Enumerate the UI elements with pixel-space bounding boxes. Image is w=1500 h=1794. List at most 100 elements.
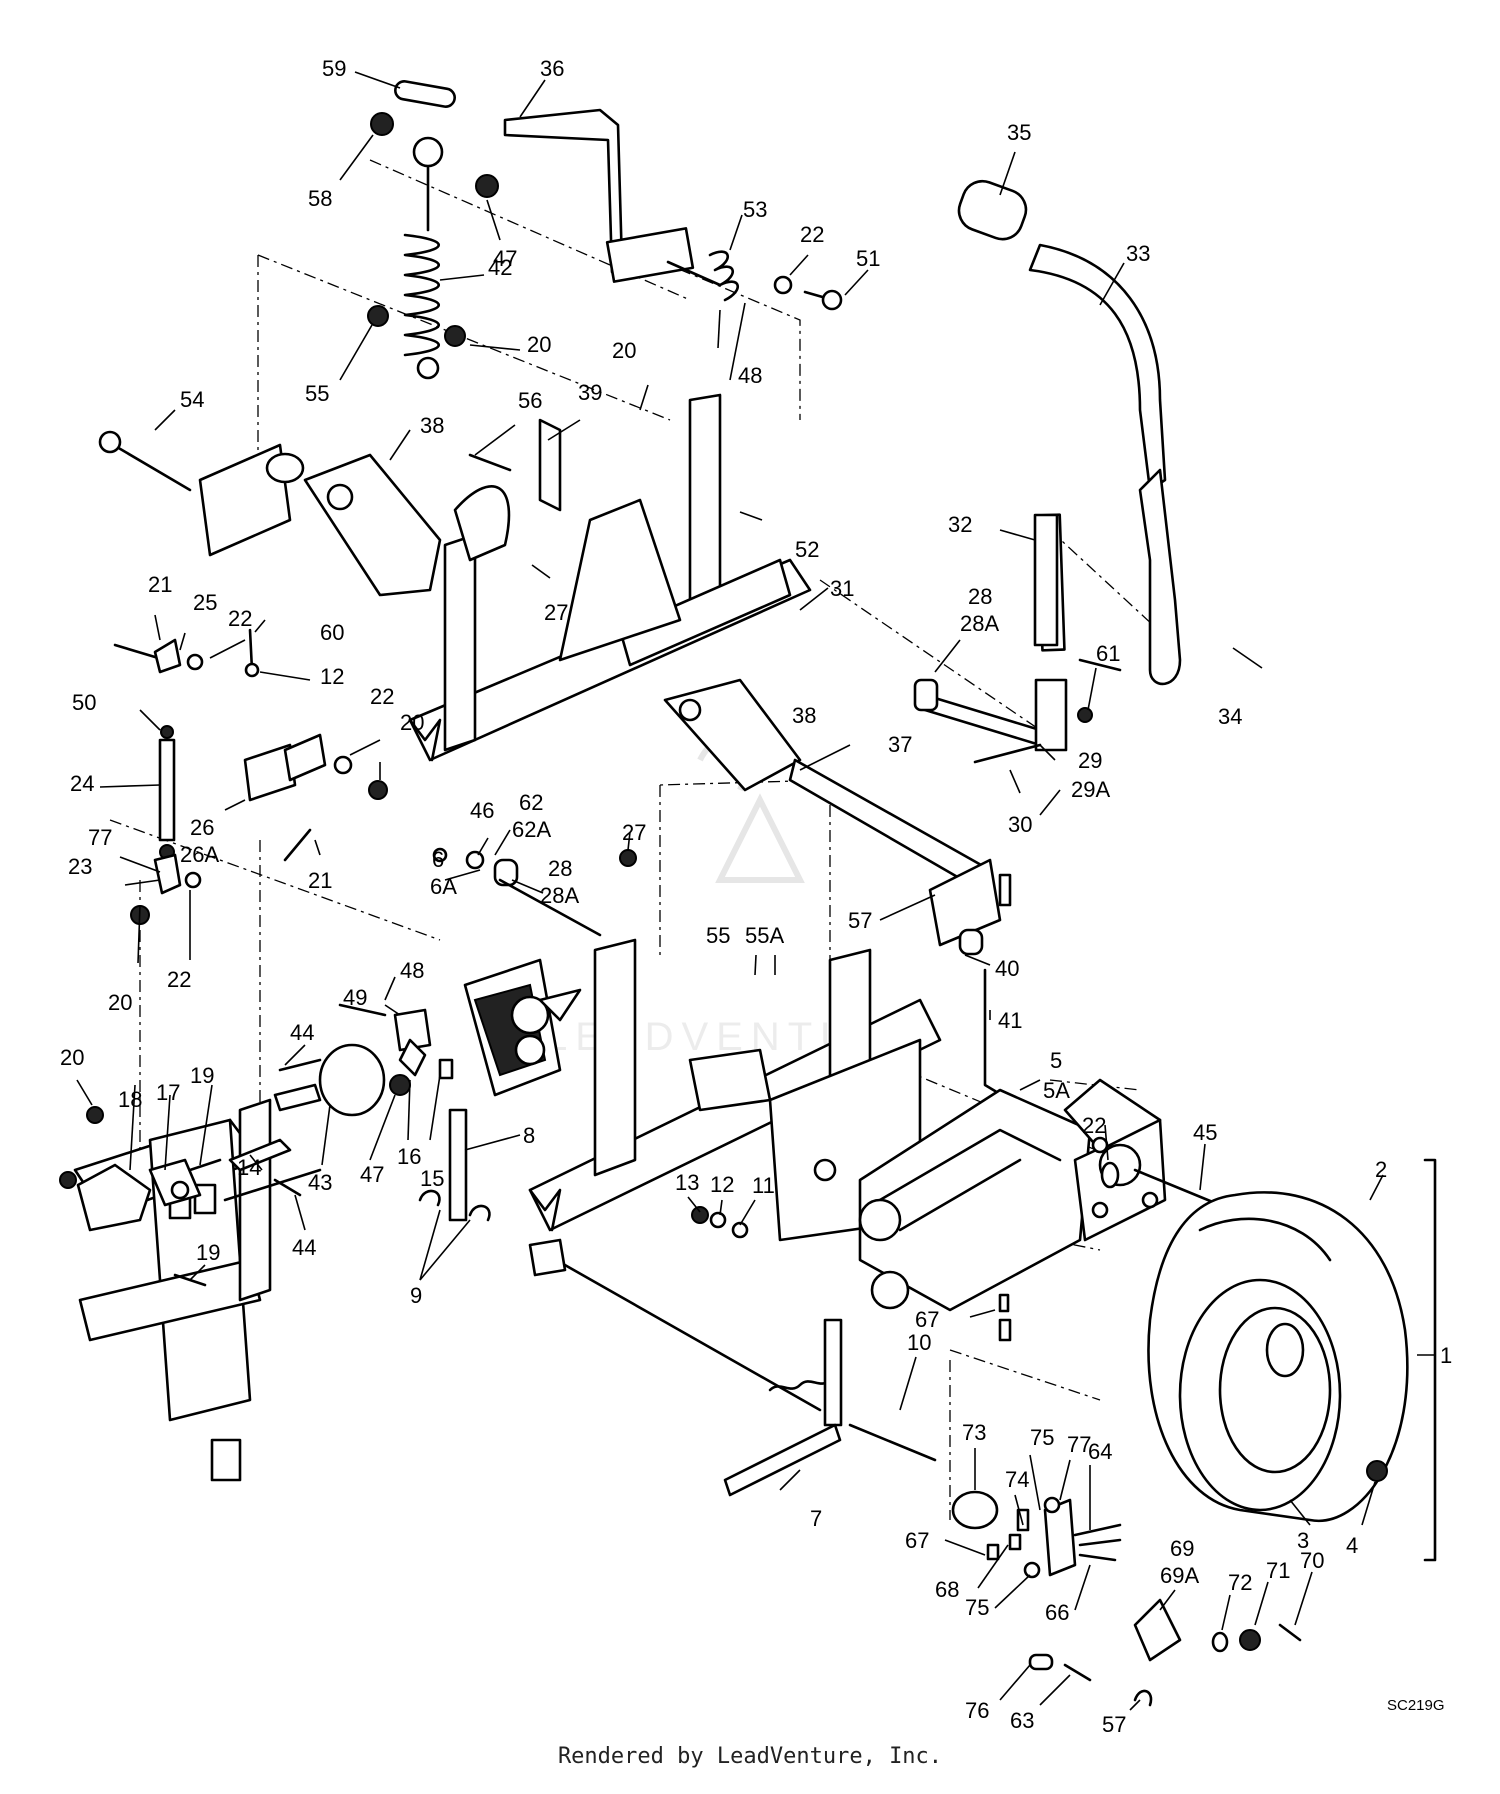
callout-69: 69 bbox=[1170, 1536, 1194, 1561]
callout-26: 26 bbox=[190, 815, 214, 840]
wheel-assembly bbox=[1147, 1158, 1437, 1562]
callout-28A: 28A bbox=[540, 883, 579, 908]
callout-49: 49 bbox=[343, 985, 367, 1010]
callout-55A: 55A bbox=[745, 923, 784, 948]
callout-50: 50 bbox=[72, 690, 96, 715]
callout-29A: 29A bbox=[1071, 777, 1110, 802]
callout-21: 21 bbox=[148, 572, 172, 597]
callout-54: 54 bbox=[180, 387, 204, 412]
callout-59: 59 bbox=[322, 56, 346, 81]
callout-18: 18 bbox=[118, 1087, 142, 1112]
callout-7: 7 bbox=[810, 1506, 822, 1531]
callout-20: 20 bbox=[60, 1045, 84, 1070]
callout-19: 19 bbox=[190, 1063, 214, 1088]
callout-22: 22 bbox=[370, 684, 394, 709]
callout-48: 48 bbox=[400, 958, 424, 983]
callout-20: 20 bbox=[108, 990, 132, 1015]
callout-8: 8 bbox=[523, 1123, 535, 1148]
callout-74: 74 bbox=[1005, 1467, 1029, 1492]
callout-42: 42 bbox=[488, 255, 512, 280]
callout-27: 27 bbox=[622, 820, 646, 845]
callout-22: 22 bbox=[800, 222, 824, 247]
leader-lines bbox=[76, 71, 1435, 1711]
callout-38: 38 bbox=[792, 703, 816, 728]
callout-31: 31 bbox=[830, 576, 854, 601]
callout-55: 55 bbox=[706, 923, 730, 948]
callout-64: 64 bbox=[1088, 1439, 1112, 1464]
callout-15: 15 bbox=[420, 1166, 444, 1191]
callout-4: 4 bbox=[1346, 1533, 1358, 1558]
callout-69A: 69A bbox=[1160, 1563, 1199, 1588]
callout-28A: 28A bbox=[960, 611, 999, 636]
callout-44: 44 bbox=[292, 1235, 316, 1260]
callout-63: 63 bbox=[1010, 1708, 1034, 1733]
callout-76: 76 bbox=[965, 1698, 989, 1723]
callout-61: 61 bbox=[1096, 641, 1120, 666]
bracket-17-18 bbox=[59, 1083, 322, 1287]
callout-66: 66 bbox=[1045, 1600, 1069, 1625]
callout-2: 2 bbox=[1375, 1157, 1387, 1182]
callout-72: 72 bbox=[1228, 1570, 1252, 1595]
callout-25: 25 bbox=[193, 590, 217, 615]
callout-45: 45 bbox=[1193, 1120, 1217, 1145]
callout-22: 22 bbox=[167, 967, 191, 992]
control-arm-parts bbox=[278, 1003, 491, 1222]
callout-67: 67 bbox=[905, 1528, 929, 1553]
callout-52: 52 bbox=[795, 537, 819, 562]
callout-46: 46 bbox=[470, 798, 494, 823]
callout-10: 10 bbox=[907, 1330, 931, 1355]
callout-56: 56 bbox=[518, 388, 542, 413]
hydro-pump bbox=[432, 847, 637, 1097]
bracket-32-29 bbox=[973, 513, 1093, 764]
spring-assembly bbox=[367, 112, 499, 380]
callout-55: 55 bbox=[305, 381, 329, 406]
callout-77: 77 bbox=[88, 825, 112, 850]
callout-35: 35 bbox=[1007, 120, 1031, 145]
callout-27: 27 bbox=[544, 600, 568, 625]
callout-24: 24 bbox=[70, 771, 94, 796]
callout-43: 43 bbox=[308, 1170, 332, 1195]
callout-57: 57 bbox=[1102, 1712, 1126, 1737]
callout-20: 20 bbox=[400, 710, 424, 735]
transaxle bbox=[691, 1078, 1167, 1313]
callout-3: 3 bbox=[1297, 1528, 1309, 1553]
callout-28: 28 bbox=[548, 856, 572, 881]
callout-5: 5 bbox=[1050, 1048, 1062, 1073]
callout-6: 6 bbox=[432, 847, 444, 872]
brake-parts bbox=[951, 1318, 1302, 1707]
callout-30: 30 bbox=[1008, 812, 1032, 837]
spring-53-group bbox=[666, 250, 843, 311]
callout-39: 39 bbox=[578, 380, 602, 405]
footer-credit: Rendered by LeadVenture, Inc. bbox=[557, 1744, 943, 1769]
callout-51: 51 bbox=[856, 246, 880, 271]
callout-14: 14 bbox=[237, 1155, 261, 1180]
callout-53: 53 bbox=[743, 197, 767, 222]
callout-37: 37 bbox=[888, 732, 912, 757]
callout-9: 9 bbox=[410, 1283, 422, 1308]
callout-12: 12 bbox=[320, 664, 344, 689]
callout-22: 22 bbox=[228, 606, 252, 631]
callout-29: 29 bbox=[1078, 748, 1102, 773]
callout-5A: 5A bbox=[1043, 1078, 1070, 1103]
callout-13: 13 bbox=[675, 1170, 699, 1195]
callout-22: 22 bbox=[1082, 1113, 1106, 1138]
callout-67: 67 bbox=[915, 1307, 939, 1332]
callout-34: 34 bbox=[1218, 704, 1242, 729]
callout-47: 47 bbox=[360, 1162, 384, 1187]
figure-code: SC219G bbox=[1387, 1697, 1445, 1714]
callout-60: 60 bbox=[320, 620, 344, 645]
callout-19: 19 bbox=[196, 1240, 220, 1265]
callout-21: 21 bbox=[308, 868, 332, 893]
turnbuckle bbox=[113, 628, 388, 925]
callout-47: 47 bbox=[493, 246, 517, 271]
callout-75: 75 bbox=[1030, 1425, 1054, 1450]
callout-40: 40 bbox=[995, 956, 1019, 981]
cross-shaft bbox=[663, 678, 1042, 947]
callout-41: 41 bbox=[998, 1008, 1022, 1033]
callout-62A: 62A bbox=[512, 817, 551, 842]
callout-70: 70 bbox=[1300, 1548, 1324, 1573]
callout-20: 20 bbox=[527, 332, 551, 357]
shift-lever bbox=[394, 80, 695, 283]
callout-20: 20 bbox=[612, 338, 636, 363]
